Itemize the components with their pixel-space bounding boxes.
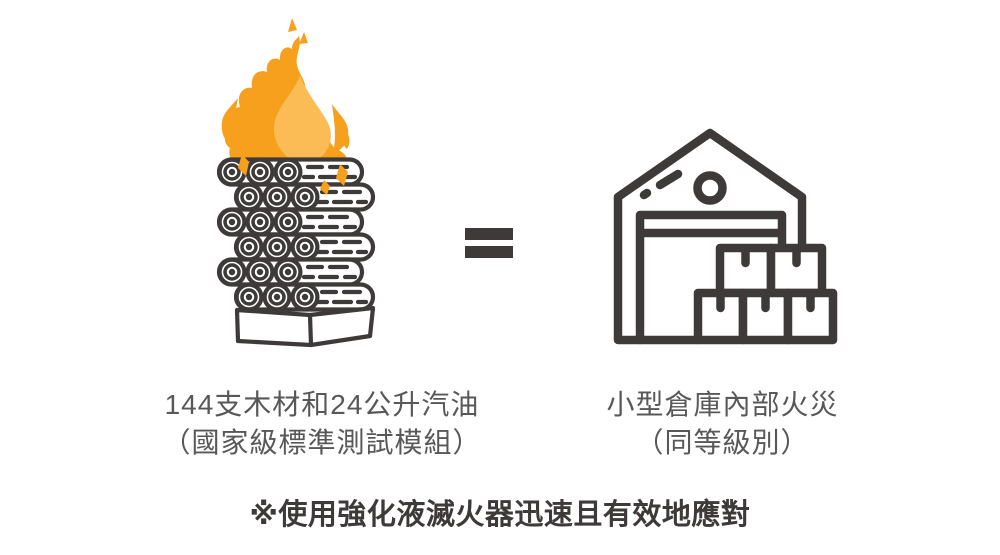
warehouse-outline (613, 128, 807, 345)
roof-dash-icon (639, 169, 683, 200)
equals-bar-bottom (465, 246, 513, 258)
log-row (216, 257, 365, 287)
pallet-base (234, 305, 376, 348)
footnote: ※使用強化液滅火器迅速且有效地應對 (249, 499, 751, 531)
boxes-stack (693, 243, 838, 345)
spark-icon (238, 154, 348, 195)
left-caption-line1: 144支木材和24公升汽油 (164, 389, 480, 420)
warehouse-boxes-icon (613, 128, 838, 345)
right-caption: 小型倉庫內部火災 （同等級別） (565, 386, 880, 462)
burning-wood-stack-icon (216, 18, 376, 348)
right-caption-line2: （同等級別） (635, 427, 810, 458)
log-row (233, 182, 376, 212)
flame-icon (221, 18, 350, 167)
log-row (233, 232, 376, 262)
equals-icon (465, 228, 513, 258)
box (766, 243, 827, 298)
log-stack (216, 157, 376, 312)
right-caption-line1: 小型倉庫內部火災 (606, 389, 839, 420)
left-caption: 144支木材和24公升汽油 （國家級標準測試模組） (157, 386, 487, 462)
left-caption-line2: （國家級標準測試模組） (162, 427, 482, 458)
box-tape-marks (716, 247, 815, 313)
warehouse-window-icon (693, 171, 727, 205)
log-row (233, 282, 376, 312)
equals-bar-top (465, 228, 513, 240)
warehouse-door (635, 210, 787, 345)
log-row (216, 207, 365, 237)
